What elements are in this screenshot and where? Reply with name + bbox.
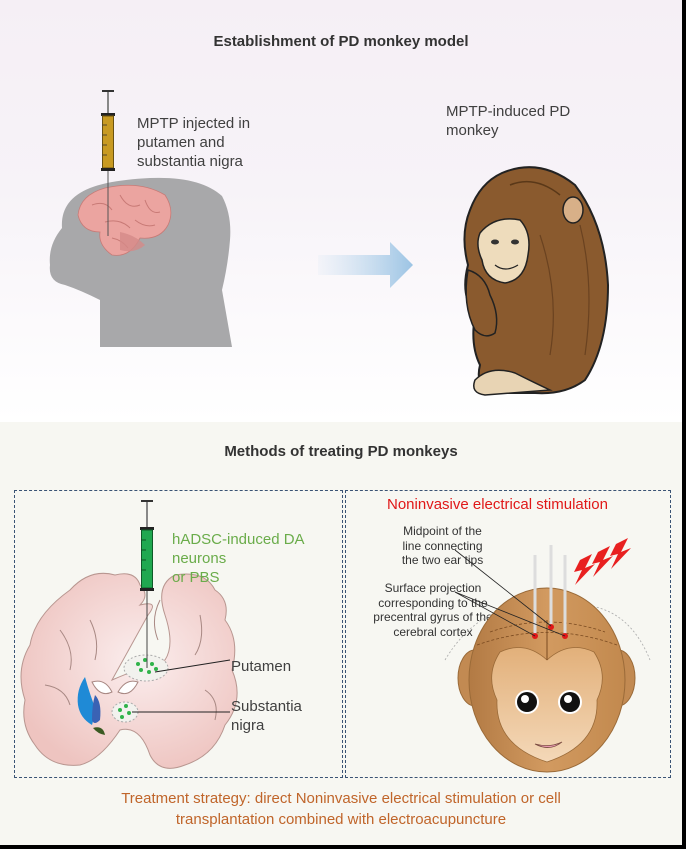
treatment-strategy-text: Treatment strategy: direct Noninvasive e…	[121, 790, 561, 828]
monkey-feet	[473, 369, 553, 396]
monkey-label: MPTP-induced PD monkey	[446, 103, 571, 139]
monkey-face	[477, 218, 530, 284]
panel-electrical-stimulation	[345, 490, 671, 778]
monkey-head-cartoon	[444, 545, 651, 773]
putamen-label: Putamen	[231, 658, 292, 675]
cell-injection-label: hADSC-induced DA neurons or PBS	[172, 531, 305, 586]
substantia-nigra-label: Substantia nigra	[231, 698, 302, 734]
surface-projection-label: Surface projection corresponding to the …	[373, 581, 493, 639]
globus-pallidus	[93, 727, 105, 735]
brain-icon	[77, 184, 172, 256]
panel-cell-transplant	[14, 490, 343, 778]
acupuncture-needles	[532, 545, 568, 639]
section-title-establishment: Establishment of PD monkey model	[213, 33, 469, 50]
ventricle	[91, 680, 139, 695]
sitting-monkey-illustration	[463, 166, 610, 396]
arrow-right-icon	[318, 242, 413, 288]
syringe-green-icon	[140, 500, 154, 668]
monkey-body	[463, 166, 610, 395]
putamen-pointer	[154, 659, 231, 673]
midpoint-label: Midpoint of the line connecting the two …	[401, 524, 484, 567]
section-title-treatment: Methods of treating PD monkeys	[224, 443, 458, 460]
monkey-ear	[562, 196, 584, 224]
putamen-target	[123, 654, 169, 682]
caudate-nucleus	[77, 677, 96, 725]
face	[491, 647, 603, 763]
injection-label: MPTP injected in putamen and substantia …	[137, 115, 251, 170]
stimulation-title: Noninvasive electrical stimulation	[387, 496, 608, 513]
lightning-icon	[574, 538, 631, 585]
monkey-head-silhouette	[49, 177, 232, 347]
coronal-brain-slice	[20, 572, 238, 769]
monkey-arm	[465, 269, 498, 337]
mouth	[534, 741, 563, 748]
syringe-icon	[101, 90, 115, 236]
